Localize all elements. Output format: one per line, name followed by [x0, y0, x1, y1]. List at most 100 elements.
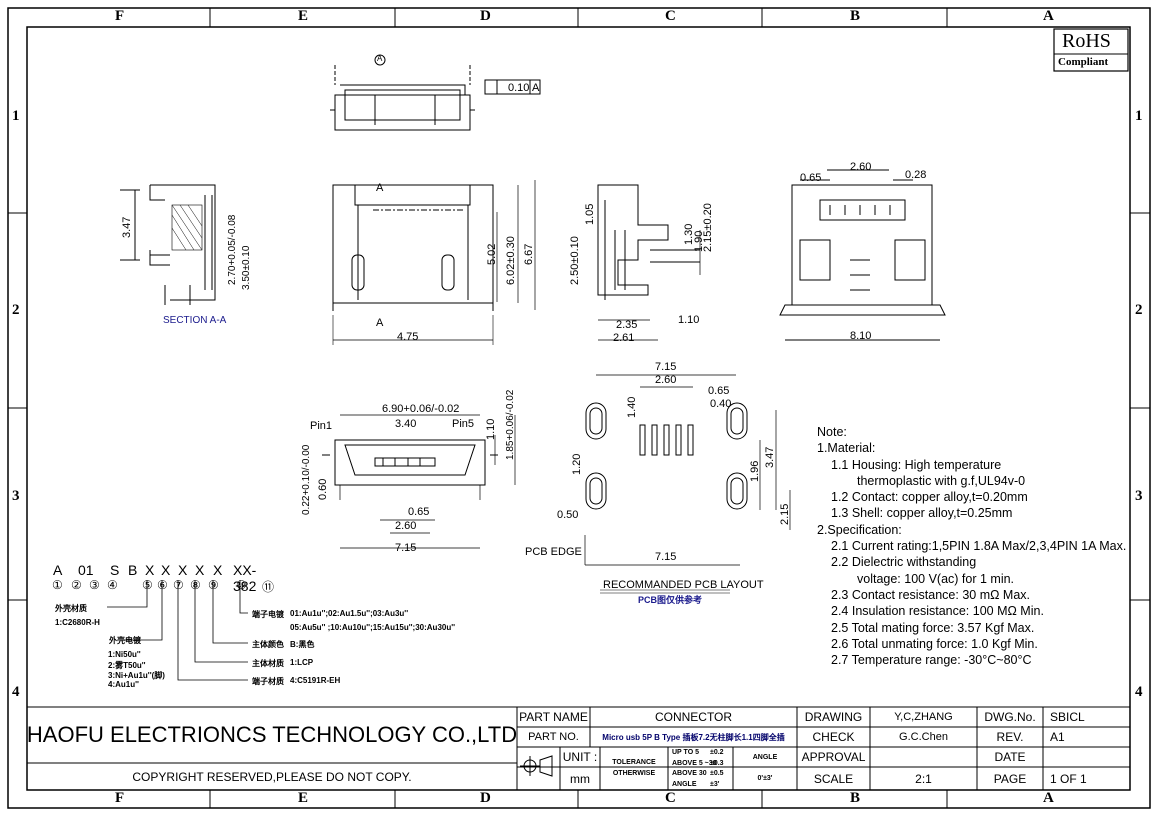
zone-col-c: C — [665, 8, 676, 24]
code-index: ② — [71, 578, 82, 592]
zone-col-f: F — [115, 8, 125, 24]
tolerance-value: ±0.3 — [710, 759, 724, 767]
zone-col-d: D — [480, 8, 491, 24]
notes: Note: 1.Material: 1.1 Housing: High temp… — [817, 424, 1126, 668]
dim-rear-4: 8.10 — [850, 330, 872, 342]
tolerance-value: ±3' — [710, 780, 720, 788]
dim-rear-2: 0.65 — [800, 172, 822, 184]
rear-view — [779, 169, 946, 341]
zone-row-2-right: 2 — [1135, 302, 1143, 318]
dim-pcb-8: 3.47 — [764, 446, 776, 468]
dim-section-3: 3.50±0.10 — [241, 245, 252, 290]
dim-front-4: 4.75 — [397, 331, 419, 343]
code-seg: B — [128, 562, 138, 578]
legend-terminal-plating: 端子电镀 — [252, 610, 284, 619]
flatness-ref: A — [532, 82, 540, 94]
check-by: G.C.Chen — [899, 731, 948, 743]
check-label: CHECK — [812, 730, 855, 744]
zone-row-4-right: 4 — [1135, 684, 1143, 700]
code-index: ③ — [89, 578, 100, 592]
dim-section-2: 2.70+0.05/-0.08 — [227, 214, 238, 285]
note-line: 2.5 Total mating force: 3.57 Kgf Max. — [831, 620, 1035, 635]
dim-mating-4: 1.85+0.06/-0.02 — [505, 389, 516, 460]
legend-shell-plating-3: 3:Ni+Au1u''(脚) — [108, 671, 165, 680]
zone-row-1: 1 — [12, 108, 20, 124]
dim-pcb-3: 0.65 — [708, 385, 730, 397]
dim-front-1: 5.02 — [486, 243, 498, 265]
scale-label: SCALE — [813, 771, 854, 786]
dim-pcb-10: 2.15 — [779, 503, 791, 525]
dim-side-2: 2.50±0.10 — [569, 236, 581, 285]
legend-shell-plating-1: 1:Ni50u'' — [108, 650, 141, 659]
dim-front-3: 6.67 — [523, 243, 535, 265]
code-seg: X — [213, 562, 223, 578]
note-line: 1.1 Housing: High temperature — [831, 457, 1002, 472]
code-index: ⑩ — [236, 578, 247, 592]
pin5-label: Pin5 — [452, 418, 475, 430]
dim-rear-1: 2.60 — [850, 161, 872, 173]
legend-terminal-plating-2: 05:Au5u'' ;10:Au10u'';15:Au15u'';30:Au30… — [290, 623, 456, 632]
dim-side-5: 2.15±0.20 — [702, 203, 714, 252]
dim-rear-3: 0.28 — [905, 169, 927, 181]
side-view — [597, 184, 701, 341]
note-line: 2.6 Total unmating force: 1.0 Kgf Min. — [831, 636, 1038, 651]
zone-row-4: 4 — [12, 684, 20, 700]
rev: A1 — [1050, 730, 1065, 744]
note-line: voltage: 100 V(ac) for 1 min. — [857, 571, 1015, 586]
note-line: 2.Specification: — [817, 522, 902, 537]
dim-mating-3: 1.10 — [485, 418, 497, 440]
dim-side-7: 1.10 — [678, 314, 700, 326]
unit: mm — [570, 771, 590, 786]
note-line: 1.3 Shell: copper alloy,t=0.25mm — [831, 506, 1013, 521]
drawing-label: DRAWING — [804, 710, 863, 724]
tolerance-range: ANGLE — [672, 780, 697, 788]
pin1-label: Pin1 — [310, 420, 333, 432]
zone-row-3: 3 — [12, 488, 20, 504]
flatness-value: 0.10 — [508, 82, 530, 94]
dim-mating-7: 0.65 — [408, 506, 430, 518]
dim-mating-5: 0.22+0.10/-0.00 — [301, 444, 312, 515]
note-line: 2.3 Contact resistance: 30 mΩ Max. — [831, 587, 1031, 602]
code-seg: X — [195, 562, 205, 578]
part-no-label: PART NO. — [528, 731, 579, 743]
dim-side-1: 1.05 — [584, 203, 596, 225]
unit-label: UNIT : — [562, 750, 598, 764]
legend-shell-plating: 外壳电镀 — [109, 636, 141, 645]
legend-terminal-plating-1: 01:Au1u'';02:Au1.5u'';03:Au3u'' — [290, 609, 409, 618]
zone-row-2: 2 — [12, 302, 20, 318]
code-seg: XX-382 — [233, 562, 257, 594]
dim-pcb-2: 2.60 — [655, 374, 677, 386]
zone-col-e-bottom: E — [298, 790, 309, 806]
code-seg: X — [161, 562, 171, 578]
code-seg: X — [145, 562, 155, 578]
note-line: 2.7 Temperature range: -30°C~80°C — [831, 653, 1032, 668]
code-index: ⑤ — [142, 578, 153, 592]
legend-shell-plating-2: 2:雾T50u'' — [108, 661, 146, 670]
copyright: COPYRIGHT RESERVED,PLEASE DO NOT COPY. — [132, 769, 412, 784]
code-index: ⑦ — [173, 578, 184, 592]
zone-ticks — [8, 8, 1150, 808]
outer-border — [7, 7, 1151, 809]
company-name: HAOFU ELECTRIONCS TECHNOLOGY CO.,LTD — [26, 722, 518, 747]
tolerance-label-line: OTHERWISE — [612, 770, 656, 777]
note-line: 2.2 Dielectric withstanding — [831, 555, 977, 570]
tolerance-range: ABOVE 5 ~30 — [672, 759, 717, 767]
dim-pcb-11: 7.15 — [655, 551, 677, 563]
rohs-subtitle: Compliant — [1058, 56, 1109, 68]
pcb-layout — [584, 374, 791, 594]
dim-side-8: 2.61 — [613, 332, 635, 344]
rev-label: REV. — [996, 730, 1024, 744]
tolerance-value: ±0.5 — [710, 770, 724, 777]
rohs-title: RoHS — [1062, 30, 1111, 52]
angle-label: ANGLE — [752, 753, 778, 761]
zone-col-e: E — [298, 8, 309, 24]
scale: 2:1 — [915, 771, 932, 786]
part-code-leaders — [107, 580, 248, 681]
code-index: ① — [52, 578, 63, 592]
note-line: 2.4 Insulation resistance: 100 MΩ Min. — [831, 604, 1044, 619]
zone-col-a: A — [1043, 8, 1054, 24]
datum-label: A — [377, 54, 383, 63]
code-index: ⑪ — [262, 580, 275, 594]
